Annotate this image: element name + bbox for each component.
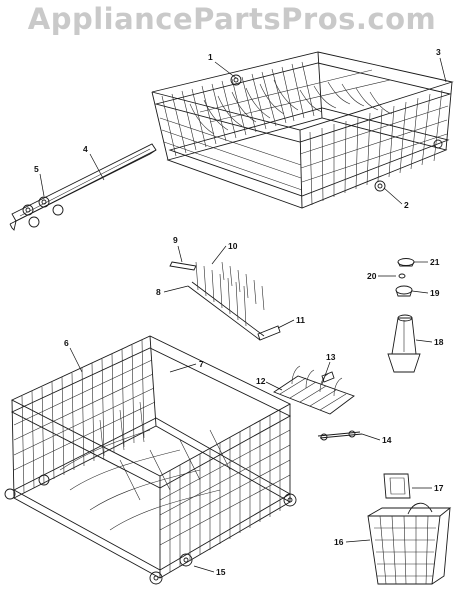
callout-8: 8 — [156, 287, 161, 297]
callout-6: 6 — [64, 338, 69, 348]
rack-wheel-icon — [283, 493, 297, 507]
track-roller-icon — [22, 204, 34, 216]
callout-16: 16 — [334, 537, 344, 547]
callout-17: 17 — [434, 483, 444, 493]
silverware-basket — [367, 473, 452, 585]
callout-14: 14 — [382, 435, 392, 445]
callout-1: 1 — [208, 52, 213, 62]
callout-5: 5 — [34, 164, 39, 174]
lower-rack — [4, 335, 297, 585]
callout-20: 20 — [367, 271, 377, 281]
folding-tine-assembly — [273, 365, 363, 441]
callout-21: 21 — [430, 257, 440, 267]
callout-13: 13 — [326, 352, 336, 362]
callout-19: 19 — [430, 288, 440, 298]
rack-wheel-icon — [149, 571, 163, 585]
callout-9: 9 — [173, 235, 178, 245]
callout-2: 2 — [404, 200, 409, 210]
clip-part — [169, 261, 197, 271]
rack-roller-icon — [230, 74, 242, 86]
callout-11: 11 — [296, 315, 305, 325]
callout-12: 12 — [256, 376, 266, 386]
callout-18: 18 — [434, 337, 444, 347]
rack-wheel-icon — [179, 553, 193, 567]
callout-7: 7 — [199, 359, 204, 369]
spray-arm-hub — [387, 258, 421, 373]
callout-15: 15 — [216, 567, 226, 577]
watermark-text: AppliancePartsPros.com — [27, 2, 437, 36]
tine-row-assembly — [169, 261, 281, 341]
callout-4: 4 — [83, 144, 88, 154]
track-roller-icon — [38, 196, 50, 208]
callout-labels: 1 2 3 4 5 6 7 8 9 10 11 12 13 — [34, 47, 447, 577]
rack-track — [9, 143, 157, 231]
rack-roller-icon — [374, 180, 386, 192]
callout-10: 10 — [228, 241, 238, 251]
clip-part — [257, 325, 281, 341]
upper-rack — [151, 51, 454, 209]
callout-3: 3 — [436, 47, 441, 57]
